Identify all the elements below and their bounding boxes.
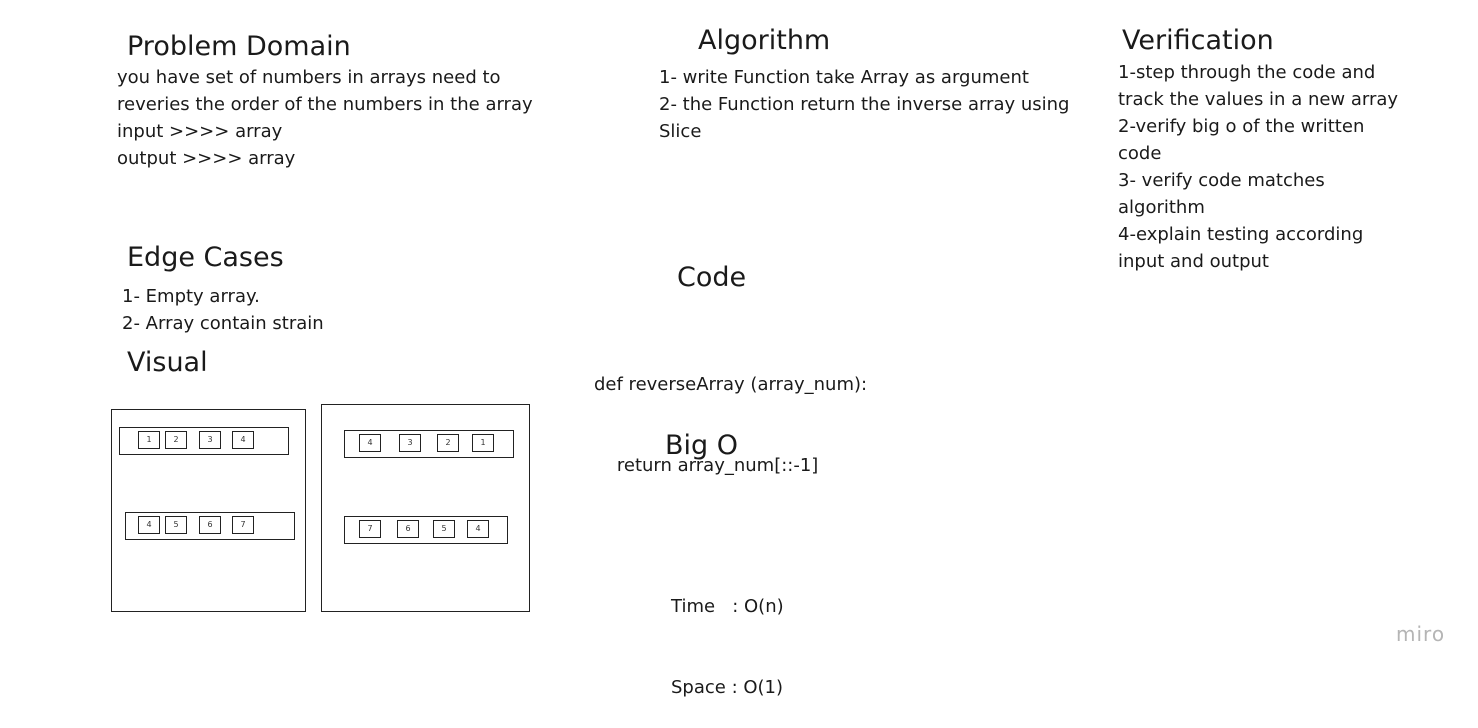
array-row: 4 5 6 7 bbox=[125, 512, 295, 540]
algorithm-title: Algorithm bbox=[698, 25, 831, 56]
verification-line: 4-explain testing according bbox=[1118, 224, 1364, 245]
verification-line: code bbox=[1118, 143, 1162, 164]
array-cell: 3 bbox=[199, 431, 221, 449]
visual-before-frame: 1 2 3 4 4 5 6 7 bbox=[111, 409, 306, 612]
array-cell: 5 bbox=[433, 520, 455, 538]
array-cell: 5 bbox=[165, 516, 187, 534]
array-cell: 3 bbox=[399, 434, 421, 452]
code-line: def reverseArray (array_num): bbox=[594, 374, 868, 395]
algorithm-text: 1- write Function take Array as argument… bbox=[659, 64, 1069, 145]
array-cell: 4 bbox=[359, 434, 381, 452]
problem-domain-text: you have set of numbers in arrays need t… bbox=[117, 64, 533, 172]
edge-case-line: 1- Empty array. bbox=[122, 286, 260, 307]
big-o-time: Time : O(n) bbox=[671, 596, 784, 617]
miro-watermark: miro bbox=[1396, 622, 1446, 646]
problem-domain-line: you have set of numbers in arrays need t… bbox=[117, 67, 501, 88]
verification-title: Verification bbox=[1122, 25, 1274, 56]
array-row: 7 6 5 4 bbox=[344, 516, 508, 544]
array-cell: 2 bbox=[437, 434, 459, 452]
visual-after-frame: 4 3 2 1 7 6 5 4 bbox=[321, 404, 530, 612]
verification-line: 3- verify code matches bbox=[1118, 170, 1325, 191]
edge-cases-text: 1- Empty array. 2- Array contain strain bbox=[122, 283, 324, 337]
problem-domain-line: input >>>> array bbox=[117, 121, 283, 142]
array-cell: 4 bbox=[138, 516, 160, 534]
problem-domain-line: output >>>> array bbox=[117, 148, 296, 169]
problem-domain-line: reveries the order of the numbers in the… bbox=[117, 94, 533, 115]
array-cell: 6 bbox=[397, 520, 419, 538]
verification-line: 1-step through the code and bbox=[1118, 62, 1376, 83]
array-cell: 2 bbox=[165, 431, 187, 449]
array-cell: 1 bbox=[138, 431, 160, 449]
array-cell: 4 bbox=[467, 520, 489, 538]
array-cell: 6 bbox=[199, 516, 221, 534]
code-line: return array_num[::-1] bbox=[594, 455, 819, 476]
verification-text: 1-step through the code and track the va… bbox=[1118, 59, 1398, 275]
array-cell: 4 bbox=[232, 431, 254, 449]
array-cell: 1 bbox=[472, 434, 494, 452]
array-row: 1 2 3 4 bbox=[119, 427, 289, 455]
problem-domain-title: Problem Domain bbox=[127, 31, 351, 62]
big-o-text: Time : O(n) Space : O(1) bbox=[671, 539, 784, 728]
array-cell: 7 bbox=[359, 520, 381, 538]
big-o-title: Big O bbox=[665, 430, 738, 461]
edge-case-line: 2- Array contain strain bbox=[122, 313, 324, 334]
algorithm-line: 2- the Function return the inverse array… bbox=[659, 94, 1070, 115]
verification-line: track the values in a new array bbox=[1118, 89, 1399, 110]
verification-line: input and output bbox=[1118, 251, 1269, 272]
algorithm-line: Slice bbox=[659, 121, 702, 142]
code-text: def reverseArray (array_num): return arr… bbox=[594, 317, 867, 506]
array-cell: 7 bbox=[232, 516, 254, 534]
verification-line: algorithm bbox=[1118, 197, 1205, 218]
verification-line: 2-verify big o of the written bbox=[1118, 116, 1365, 137]
code-title: Code bbox=[677, 262, 747, 293]
big-o-space: Space : O(1) bbox=[671, 677, 784, 698]
algorithm-line: 1- write Function take Array as argument bbox=[659, 67, 1029, 88]
edge-cases-title: Edge Cases bbox=[127, 242, 284, 273]
array-row: 4 3 2 1 bbox=[344, 430, 514, 458]
visual-title: Visual bbox=[127, 347, 208, 378]
